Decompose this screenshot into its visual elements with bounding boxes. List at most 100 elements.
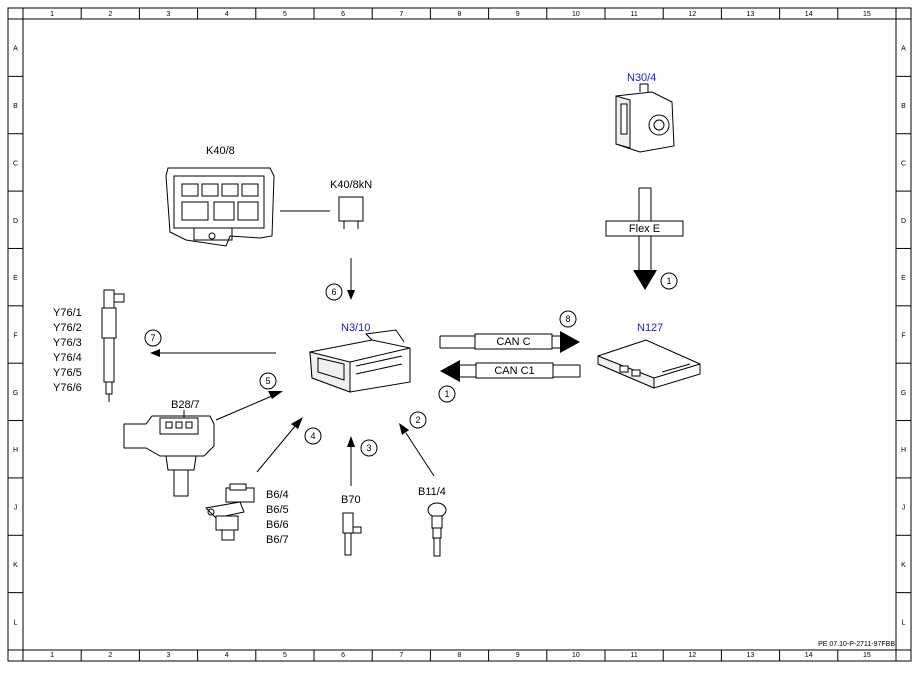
b6-sensor-icon [204,483,255,541]
label-k40-8kn: K40/8kN [330,179,372,191]
grid-column-label: 1 [50,652,54,659]
marker-6: 7 [150,333,155,343]
arrow-4 [256,417,303,473]
b70-sensor-icon [342,512,362,556]
label-y76-6: Y76/6 [53,382,82,394]
arrow-5 [215,391,283,421]
label-n30-4: N30/4 [627,72,656,84]
marker-3: 3 [366,443,371,453]
grid-column-label: 4 [225,11,229,18]
grid-column-label: 15 [863,652,871,659]
label-k40-8: K40/8 [206,145,235,157]
grid-column-label: 11 [630,11,637,18]
grid-row-label: D [901,218,906,225]
marker-2-circle [409,411,427,429]
grid-row-label: J [902,505,906,512]
grid-column-label: 5 [283,11,287,18]
marker-5-circle [259,372,277,390]
arrow-3 [347,436,355,486]
grid-row-label: D [13,218,18,225]
marker-4: 4 [310,431,315,441]
grid-column-label: 2 [108,11,112,18]
grid-row-label: L [902,619,906,626]
grid-column-label: 5 [283,652,287,659]
label-b6-4: B6/4 [266,489,289,501]
grid-column-label: 14 [805,11,813,18]
grid-row-label: C [901,160,906,167]
label-b11-4: B11/4 [418,486,446,498]
k40-8-fusebox-icon [165,167,275,247]
grid-row-label: A [13,46,18,53]
grid-row-label: F [13,333,17,340]
can-c1-label: CAN C1 [494,365,534,377]
label-b6-7: B6/7 [266,534,289,546]
marker-2: 2 [415,415,420,425]
grid-column-label: 13 [747,11,755,18]
label-b28-7: B28/7 [171,399,200,411]
label-n3-10: N3/10 [341,322,370,334]
grid-column-label: 11 [630,652,637,659]
grid-row-label: G [901,390,906,397]
grid-column-label: 4 [225,652,229,659]
grid-row-label: H [13,447,18,454]
arrow-7 [347,258,355,300]
grid-column-label: 15 [863,11,871,18]
grid-row-label: J [14,505,18,512]
grid-column-label: 8 [458,11,462,18]
grid-column-label: 9 [516,11,520,18]
grid-row-label: E [901,275,906,282]
grid-column-label: 13 [747,652,755,659]
grid-column-label: 6 [341,652,345,659]
arrow-2 [399,423,435,477]
label-y76-2: Y76/2 [53,322,82,334]
grid-row-label: K [13,562,18,569]
grid-column-label: 10 [572,11,580,18]
grid-row-label: L [14,619,18,626]
marker-5: 5 [265,376,270,386]
can-c1-box [475,362,554,379]
grid-ticks [8,8,911,661]
grid-column-label: 7 [399,652,403,659]
grid-row-label: E [13,275,18,282]
grid-row-label: C [13,160,18,167]
grid-row-label: H [901,447,906,454]
grid-column-label: 7 [399,11,403,18]
label-y76-5: Y76/5 [53,367,82,379]
marker-3-circle [360,439,378,457]
label-n127: N127 [637,322,663,334]
marker-4-circle [304,427,322,445]
b28-7-sensor-icon [123,410,215,497]
n127-module-icon [597,339,701,389]
footer-reference: PE 07.10-P-2711-97FBB [818,641,895,648]
grid-column-label: 14 [805,652,813,659]
grid-column-label: 6 [341,11,345,18]
grid-column-label: 8 [458,652,462,659]
grid-row-label: K [901,562,906,569]
grid-column-label: 12 [688,11,696,18]
grid-row-label: G [13,390,18,397]
marker-1b: 1 [444,389,449,399]
arrow-6 [150,349,276,357]
grid-column-label: 9 [516,652,520,659]
label-b6-5: B6/5 [266,504,289,516]
flex-e-box [605,220,684,237]
n3-10-ecu-icon [309,329,411,393]
grid-row-label: A [901,46,906,53]
grid-column-label: 10 [572,652,580,659]
y76-injector-icon [101,289,125,402]
grid-column-label: 2 [108,652,112,659]
label-y76-1: Y76/1 [53,307,82,319]
grid-row-label: B [901,103,906,110]
flex-e-arrow [633,187,657,290]
flex-e-label: Flex E [629,223,660,235]
label-b6-6: B6/6 [266,519,289,531]
marker-8-circle [559,310,577,328]
marker-6-circle [144,329,162,347]
inner-frame [22,18,897,651]
grid-labels: 1122334455667788991010111112121313141415… [13,11,906,659]
n30-4-module-icon [615,83,675,153]
grid-column-label: 12 [688,652,696,659]
marker-1a: 1 [666,276,671,286]
